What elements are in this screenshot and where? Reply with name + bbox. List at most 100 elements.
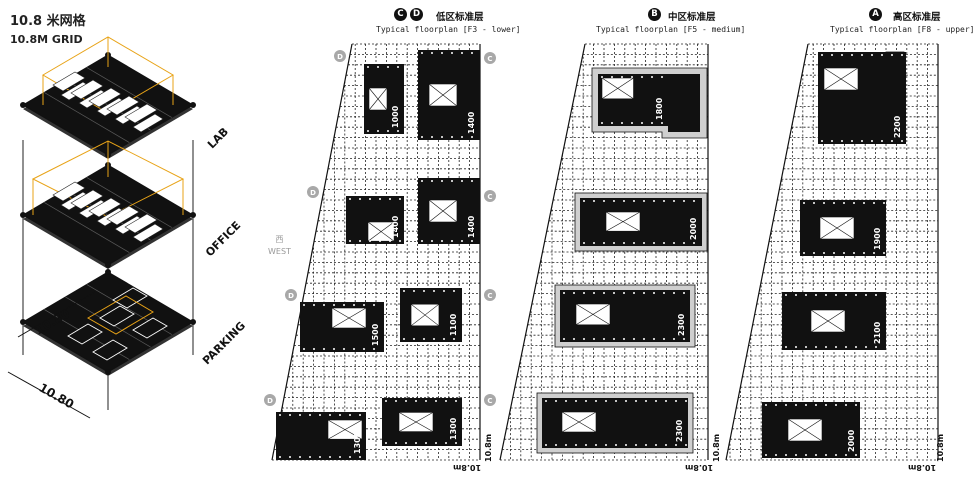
column-dot [881,54,883,56]
tag-d-2-text: D [310,189,316,197]
column-dot [343,304,345,306]
column-dot [593,338,595,340]
plate-edge [271,43,353,461]
axon-furniture [52,181,86,202]
axon-furniture [132,113,164,133]
axon-column [190,102,196,108]
axon-furniture [70,79,104,100]
core-cross [327,419,363,440]
column-dot [795,454,797,456]
axon-furniture [88,197,122,218]
column-dot [593,292,595,294]
column-dot [603,292,605,294]
column-dot [339,414,341,416]
tag-c-1-text: C [487,55,492,63]
column-dot [821,54,823,56]
axon-furniture [124,213,158,234]
column-dot [613,338,615,340]
column-dot [785,454,787,456]
column-dot [461,52,463,54]
column-dot [605,400,607,402]
core-cross [601,77,634,100]
column-dot [883,202,885,204]
block-area-label: 1100 [449,313,458,336]
column-dot [641,122,643,124]
tag-c-2-text: C [487,193,492,201]
axon-car [99,305,135,327]
axon-column [105,269,111,275]
column-dot [633,200,635,202]
column-dot [279,456,281,458]
column-dot [299,456,301,458]
column-dot [329,414,331,416]
plan-3-scale-side: 10.8m [936,433,945,462]
column-dot [785,404,787,406]
column-dot [471,180,473,182]
plan-1-badge-d: D [410,8,423,21]
plan-2-title-cn: 中区标准层 [668,12,716,23]
column-dot [643,338,645,340]
column-dot [765,404,767,406]
column-dot [413,338,415,340]
column-dot [545,400,547,402]
column-dot [901,54,903,56]
column-dot [803,252,805,254]
column-dot [423,290,425,292]
column-dot [643,200,645,202]
column-dot [853,252,855,254]
column-dot [693,200,695,202]
axon-layer-lab [20,36,196,159]
column-dot [605,444,607,446]
column-dot [319,456,321,458]
core-cross [428,83,458,107]
column-dot [433,290,435,292]
plan-1-title-cn: 低区标准层 [436,12,484,23]
column-dot [441,240,443,242]
axon-furniture [88,87,122,108]
column-dot [643,242,645,244]
column-dot [835,404,837,406]
plan-2-scale-side: 10.8m [712,433,721,462]
column-dot [621,76,623,78]
column-dot [385,400,387,402]
core-cross [787,418,823,442]
column-dot [441,180,443,182]
column-dot [661,122,663,124]
tag-c-1 [484,52,496,64]
column-dot [643,292,645,294]
axon-column [190,319,196,325]
column-dot [683,242,685,244]
column-dot [545,444,547,446]
column-dot [795,346,797,348]
column-dot [613,200,615,202]
west-cn: 西 [275,235,284,244]
column-dot [825,294,827,296]
column-dot [313,348,315,350]
column-dot [461,136,463,138]
column-dot [363,348,365,350]
column-dot [565,444,567,446]
tag-d-3-text: D [288,292,294,300]
axon-column [190,212,196,218]
axon-column [105,262,111,268]
column-dot [805,404,807,406]
column-dot [855,404,857,406]
plan-1-scale-bottom: 10.8m [453,463,482,472]
column-dot [631,122,633,124]
column-dot [825,454,827,456]
column-dot [595,400,597,402]
column-dot [399,240,401,242]
column-dot [421,52,423,54]
column-dot [455,400,457,402]
axon-car [132,317,168,339]
column-dot [593,242,595,244]
block-area-label: 1400 [391,215,400,238]
column-dot [615,400,617,402]
column-dot [835,454,837,456]
axon-car [67,323,103,345]
column-dot [471,136,473,138]
column-dot [625,400,627,402]
column-dot [451,136,453,138]
tag-d-1-text: D [337,53,343,61]
